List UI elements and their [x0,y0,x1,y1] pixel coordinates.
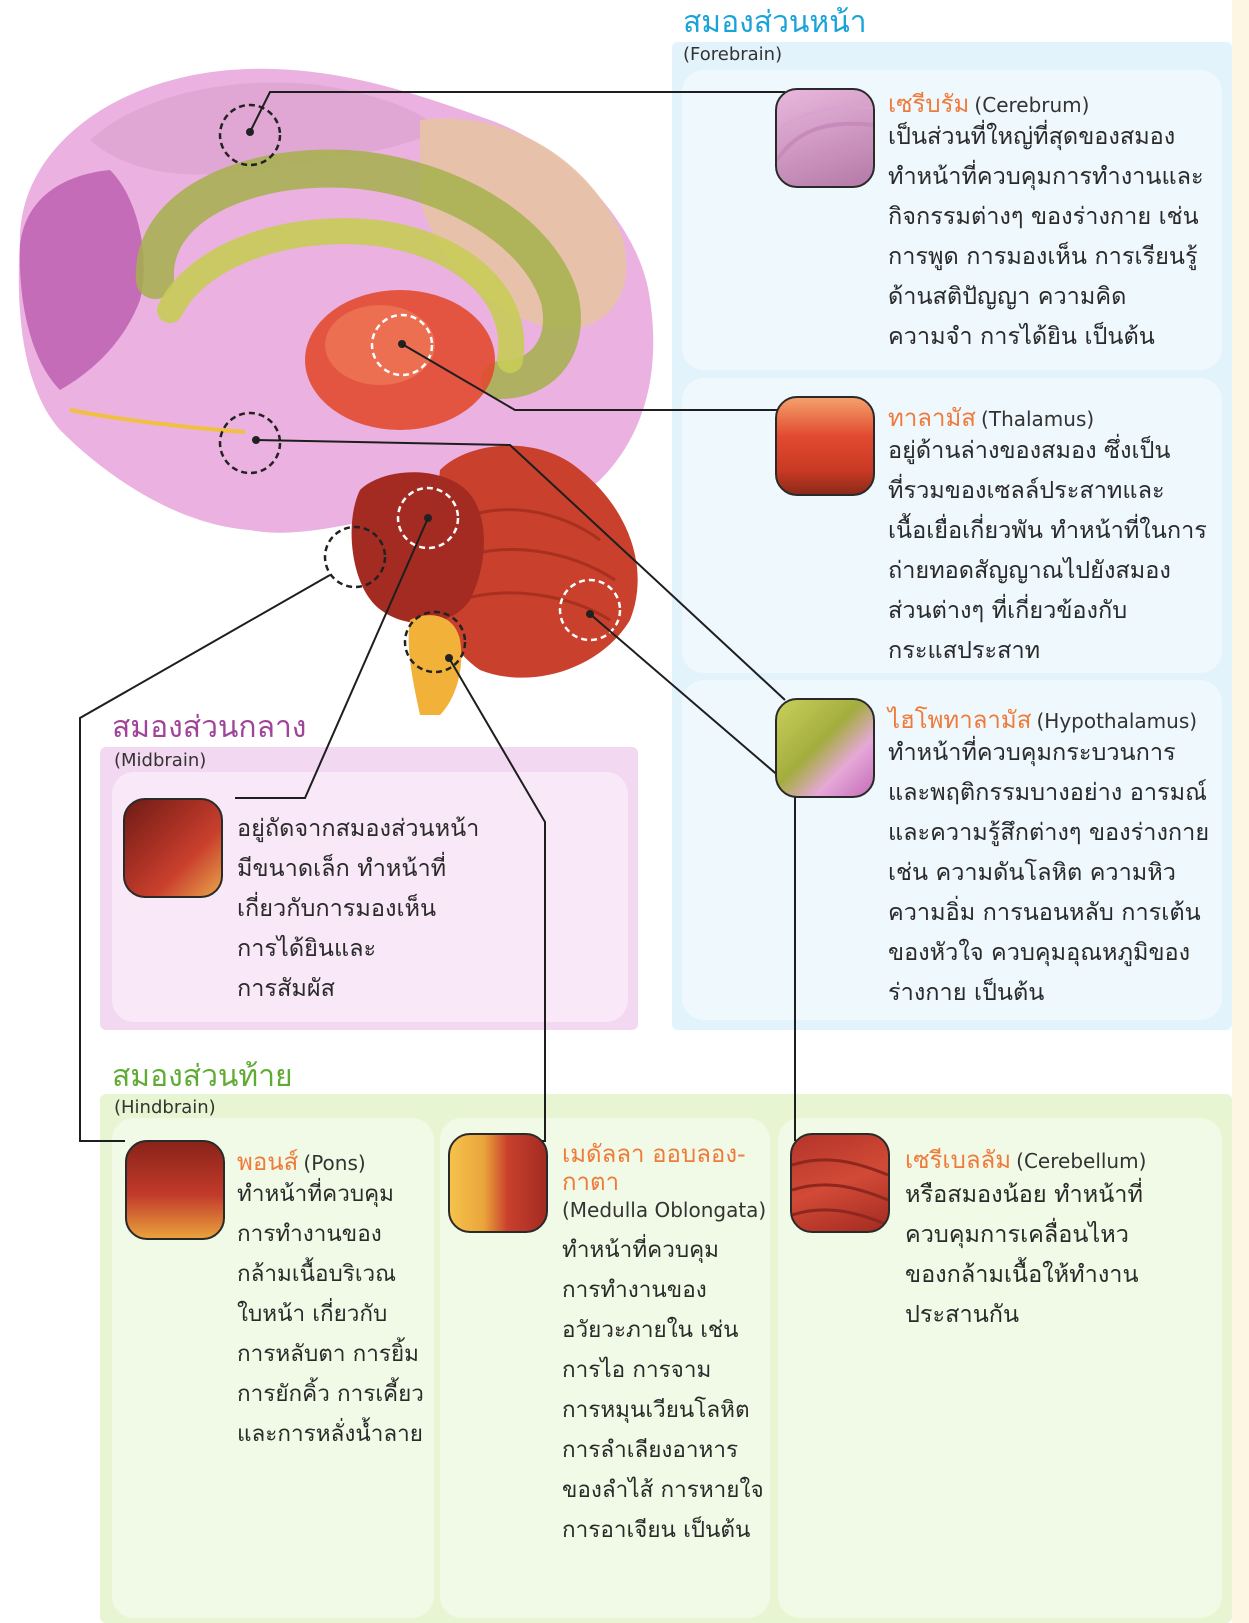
medulla-name-en: (Medulla Oblongata) [562,1198,772,1222]
midbrain-title: สมองส่วนกลาง [112,713,306,743]
pons-name-en: (Pons) [303,1151,365,1175]
midbrain-icon [123,798,223,898]
pons-icon [125,1140,225,1240]
cerebellum-name-th: เซรีเบลลัม [905,1146,1011,1174]
medulla-description: ทำหน้าที่ควบคุม การทำงานของ อวัยวะภายใน … [562,1230,772,1550]
thalamus-name-th: ทาลามัส [888,404,976,432]
forebrain-subtitle: (Forebrain) [683,44,782,65]
cerebrum-name-en: (Cerebrum) [974,93,1089,117]
pons-description: ทำหน้าที่ควบคุม การทำงานของ กล้ามเนื้อบร… [237,1174,432,1454]
hypothalamus-description: ทำหน้าที่ควบคุมกระบวนการ และพฤติกรรมบางอ… [888,732,1228,1012]
pons-name-th: พอนส์ [237,1148,298,1176]
cerebrum-description: เป็นส่วนที่ใหญ่ที่สุดของสมอง ทำหน้าที่คว… [888,116,1223,356]
hindbrain-title: สมองส่วนท้าย [112,1062,293,1092]
midbrain-description: อยู่ถัดจากสมองส่วนหน้า มีขนาดเล็ก ทำหน้า… [237,808,617,1008]
hypothalamus-name-th: ไฮโพทาลามัส [888,706,1031,734]
thalamus-name-en: (Thalamus) [981,407,1094,431]
cerebellum-name-en: (Cerebellum) [1016,1149,1146,1173]
midbrain-subtitle: (Midbrain) [114,750,206,771]
cerebrum-icon [775,88,875,188]
hypothalamus-name-en: (Hypothalamus) [1036,709,1197,733]
cerebellum-description: หรือสมองน้อย ทำหน้าที่ ควบคุมการเคลื่อนไ… [905,1174,1225,1334]
thalamus-icon [775,396,875,496]
cerebrum-name-th: เซรีบรัม [888,90,969,118]
forebrain-title: สมองส่วนหน้า [683,8,867,38]
hindbrain-subtitle: (Hindbrain) [114,1097,216,1118]
medulla-name-th: เมดัลลา ออบลอง- กาตา [562,1140,772,1196]
medulla-oblongata-icon [448,1133,548,1233]
hypothalamus-icon [775,698,875,798]
medulla-heading: เมดัลลา ออบลอง- กาตา (Medulla Oblongata) [562,1140,772,1222]
cerebellum-icon [790,1133,890,1233]
thalamus-description: อยู่ด้านล่างของสมอง ซึ่งเป็น ที่รวมของเซ… [888,430,1223,670]
